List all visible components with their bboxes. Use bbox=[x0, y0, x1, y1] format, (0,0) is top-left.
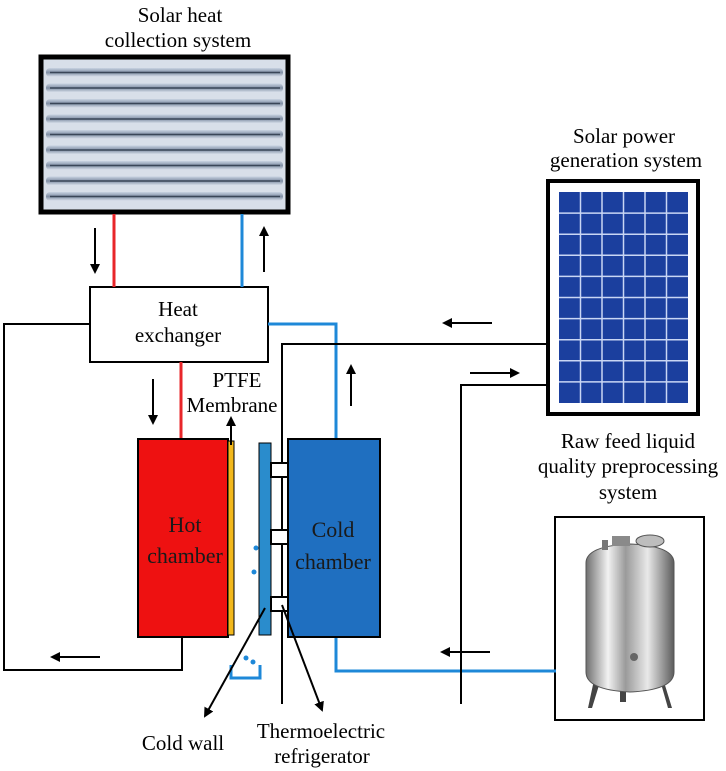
hot-pipes bbox=[112, 214, 183, 439]
solar-heat-label-line2: collection system bbox=[105, 28, 251, 52]
thermoelectric-label-line1: Thermoelectric bbox=[257, 719, 385, 743]
cold-wall bbox=[229, 442, 272, 680]
solar-power-label-line1: Solar power bbox=[573, 124, 675, 148]
hot-chamber: Hot chamber bbox=[137, 438, 235, 638]
raw-feed-label-line2: quality preprocessing bbox=[538, 454, 719, 478]
heat-exchanger-label-line1: Heat bbox=[158, 297, 198, 321]
leader-lines bbox=[204, 416, 324, 718]
raw-feed-preprocessing-system: Raw feed liquid quality preprocessing sy… bbox=[538, 429, 719, 721]
power-supply-line bbox=[281, 343, 548, 704]
ptfe-label-line2: Membrane bbox=[187, 393, 278, 417]
cold-wall-leader bbox=[204, 607, 266, 718]
solar-power-label-line2: generation system bbox=[550, 148, 702, 172]
pv-panel-icon bbox=[546, 179, 700, 416]
solar-power-generation-system: Solar power generation system bbox=[546, 124, 702, 416]
ptfe-label-line1: PTFE bbox=[212, 368, 261, 392]
cold-chamber-label-line1: Cold bbox=[312, 517, 355, 542]
black-loops bbox=[3, 323, 548, 704]
cold-wall-label: Cold wall bbox=[142, 731, 224, 755]
thermoelectric-leader bbox=[281, 604, 324, 712]
thermoelectric-label-line2: refrigerator bbox=[274, 744, 370, 768]
thermoelectric-modules bbox=[270, 462, 289, 612]
heat-exchanger: Heat exchanger bbox=[89, 286, 269, 363]
power-return-line bbox=[460, 384, 548, 704]
ptfe-membrane bbox=[227, 440, 235, 636]
condensate-tray bbox=[229, 665, 262, 680]
hot-return-loop bbox=[3, 323, 183, 671]
cold-pipes bbox=[240, 214, 556, 673]
hot-chamber-label-line2: chamber bbox=[147, 543, 223, 568]
cold-chamber-label-line2: chamber bbox=[295, 549, 371, 574]
cold-pipe-exchanger-to-cold-chamber bbox=[268, 322, 338, 439]
raw-feed-label-line1: Raw feed liquid bbox=[561, 429, 696, 453]
raw-feed-label-line3: system bbox=[599, 480, 657, 504]
solar-heat-collection-system: Solar heat collection system bbox=[38, 3, 291, 215]
hot-chamber-label-line1: Hot bbox=[169, 512, 202, 537]
solar-heat-label-line1: Solar heat bbox=[138, 3, 223, 27]
cold-chamber: Cold chamber bbox=[287, 438, 381, 638]
stainless-tank-icon bbox=[554, 516, 705, 721]
cold-pipe-tank-to-cold-chamber bbox=[334, 637, 556, 673]
heat-exchanger-label-line2: exchanger bbox=[135, 323, 221, 347]
solar-collector-icon bbox=[38, 54, 291, 215]
flow-arrows bbox=[50, 226, 520, 662]
